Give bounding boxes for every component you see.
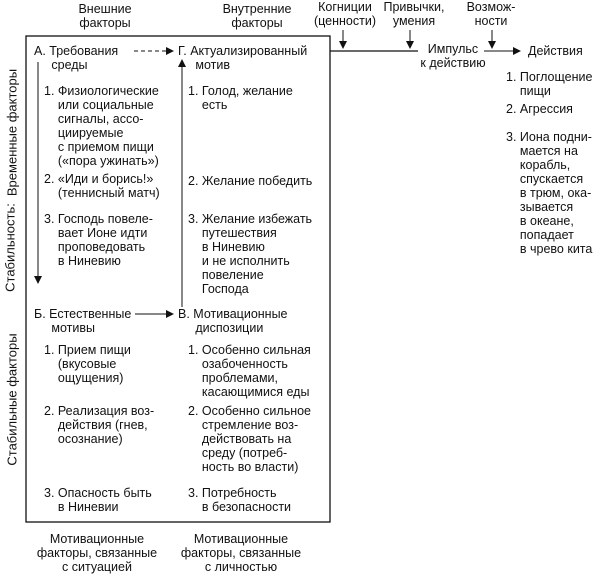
- box-g-title: Г. Актуализированный мотив: [178, 44, 308, 72]
- label-stability: Стабильность:: [2, 203, 18, 292]
- header-internal: Внутренние факторы: [222, 2, 292, 30]
- box-g-item-1: 1. Голод, желание есть: [188, 84, 293, 112]
- header-opportunities: Возмож- ности: [466, 0, 516, 28]
- header-external: Внешние факторы: [78, 2, 132, 30]
- main-frame: [25, 35, 331, 523]
- label-stable-factors: Стабильные факторы: [4, 333, 20, 466]
- action-item-3: 3. Иона подни- мается на корабль, спуска…: [506, 130, 593, 256]
- label-impulse: Импульс к действию: [420, 42, 486, 70]
- action-item-1: 1. Поглощение пищи: [506, 70, 593, 98]
- box-g-item-3: 3. Желание избежать путешествия в Ниневи…: [188, 212, 313, 296]
- action-item-2: 2. Агрессия: [506, 102, 573, 116]
- header-habits: Привычки, умения: [383, 0, 445, 28]
- footer-personality: Мотивационные факторы, связанные с лично…: [180, 532, 302, 574]
- label-actions: Действия: [528, 44, 583, 58]
- box-v-item-1: 1. Особенно сильная озабоченность пробле…: [188, 343, 311, 399]
- box-b-title: Б. Естественные мотивы: [34, 307, 132, 335]
- box-b-item-2: 2. Реализация воз- действия (гнев, осозн…: [44, 404, 155, 446]
- label-temporary-factors: Временные факторы: [4, 68, 20, 197]
- box-a-item-1: 1. Физиологические или социальные сигнал…: [44, 84, 159, 168]
- box-b-item-1: 1. Прием пищи (вкусовые ощущения): [44, 343, 131, 385]
- box-v-item-3: 3. Потребность в безопасности: [188, 486, 292, 514]
- box-v-title: В. Мотивационные диспозиции: [178, 307, 288, 335]
- footer-situation: Мотивационные факторы, связанные с ситуа…: [36, 532, 158, 574]
- box-g-item-2: 2. Желание победить: [188, 174, 313, 188]
- box-v-item-2: 2. Особенно сильное стремление воз- дейс…: [188, 404, 312, 474]
- header-cognitions: Когниции (ценности): [313, 0, 376, 28]
- box-a-item-3: 3. Господь повеле- вает Ионе идти пропов…: [44, 212, 153, 268]
- box-a-item-2: 2. «Иди и борись!» (теннисный матч): [44, 172, 160, 200]
- box-a-title: А. Требования среды: [34, 44, 119, 72]
- box-b-item-3: 3. Опасность быть в Ниневии: [44, 486, 152, 514]
